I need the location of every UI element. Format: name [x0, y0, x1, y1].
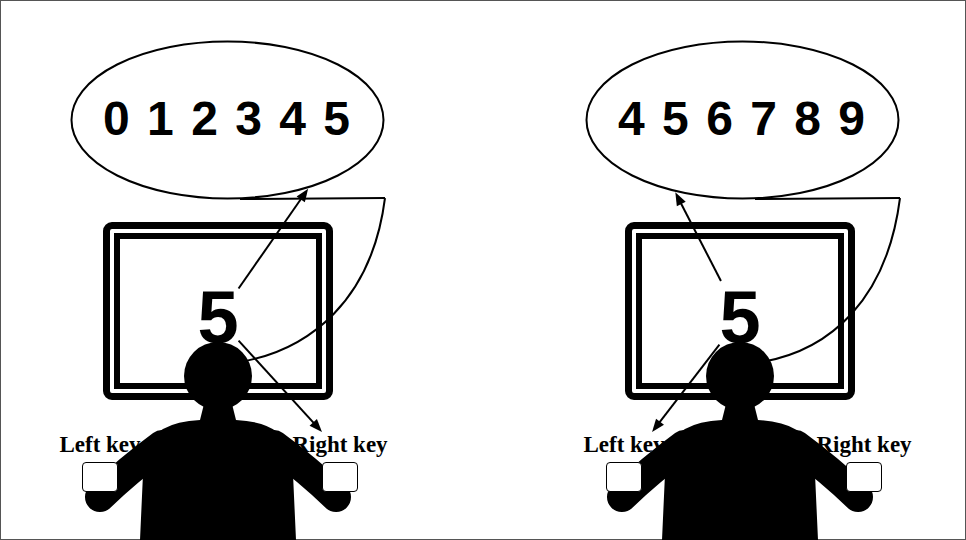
bubble-tail — [755, 198, 900, 199]
bubble-content: 0 1 2 3 4 5 — [70, 40, 385, 200]
response-key: Left key — [50, 432, 150, 494]
arrow-head — [675, 192, 685, 206]
bubble-ellipse — [587, 42, 899, 199]
bubble-tail — [240, 198, 385, 199]
bubble-ellipse — [72, 42, 384, 199]
digit-sequence: 0 1 2 3 4 5 — [103, 95, 352, 143]
key-label: Right key — [816, 432, 911, 458]
person-head — [184, 342, 252, 410]
key-square — [846, 462, 882, 492]
key-square — [82, 462, 118, 492]
bubble-content: 4 5 6 7 8 9 — [585, 40, 900, 200]
response-key: Left key — [572, 432, 676, 494]
person-torso — [140, 404, 296, 540]
key-label: Left key — [59, 432, 140, 458]
person-torso — [662, 404, 818, 540]
arrow-head — [652, 419, 664, 432]
response-key: Right key — [804, 432, 924, 494]
key-square — [322, 462, 358, 492]
digit-sequence: 4 5 6 7 8 9 — [618, 95, 867, 143]
thought-bubble: 0 1 2 3 4 5 — [70, 40, 385, 200]
response-key: Right key — [280, 432, 400, 494]
person-head — [706, 342, 774, 410]
key-label: Left key — [583, 432, 664, 458]
key-label: Right key — [292, 432, 387, 458]
key-square — [606, 462, 642, 492]
arrow-head — [310, 419, 322, 432]
thought-bubble: 4 5 6 7 8 9 — [585, 40, 900, 200]
